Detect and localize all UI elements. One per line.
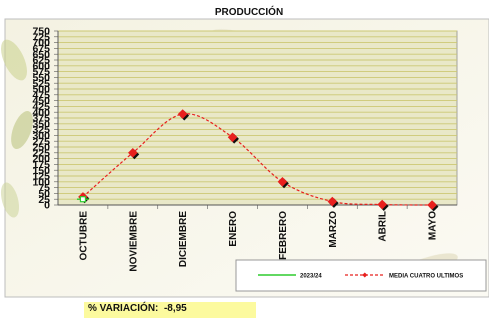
x-tick-label: MARZO [328, 211, 339, 248]
y-tick-label: 125 [32, 171, 50, 183]
point-media [227, 132, 238, 143]
legend: 2023/24 MEDIA CUATRO ULTIMOS [235, 259, 487, 292]
y-tick-label: 750 [32, 26, 50, 38]
y-tick-label: 700 [32, 37, 50, 49]
legend-label-2023-24: 2023/24 [300, 274, 322, 280]
x-tick-label: MAYO [428, 211, 439, 240]
y-tick-label: 275 [32, 136, 50, 148]
point-media [327, 196, 338, 207]
y-tick-label: 450 [32, 95, 50, 107]
point-media [128, 147, 138, 158]
variation-row: % VARIACIÓN: -8,95 [88, 303, 187, 314]
y-tick-label: 475 [32, 89, 50, 101]
legend-label-media: MEDIA CUATRO ULTIMOS [389, 274, 463, 280]
y-tick-label: 600 [32, 60, 50, 72]
point-2023-24 [79, 196, 87, 203]
y-tick-label: 50 [38, 188, 50, 200]
variation-highlight [84, 302, 256, 318]
y-tick-label: 300 [32, 130, 50, 142]
y-tick-label: 325 [32, 124, 50, 136]
y-tick-label: 575 [32, 66, 50, 78]
y-tick-label: 525 [32, 78, 50, 90]
y-tick-label: 500 [32, 84, 50, 96]
y-tick-label: 250 [32, 142, 50, 154]
x-tick-label: ENERO [228, 211, 239, 247]
y-tick-label: 200 [32, 153, 50, 165]
variation-label: % VARIACIÓN: [88, 303, 159, 314]
y-tick-label: 375 [32, 113, 50, 125]
y-tick-label: 725 [32, 31, 50, 43]
legend-marker-media [362, 272, 368, 278]
y-tick-label: 175 [32, 159, 50, 171]
chart-title: PRODUCCIÓN [215, 5, 283, 18]
variation-value: -8,95 [163, 303, 187, 314]
y-tick-label: 350 [32, 118, 50, 130]
y-tick-label: 625 [32, 55, 50, 67]
y-tick-label: 400 [32, 107, 50, 119]
x-tick-label: ABRIL [378, 211, 389, 242]
y-tick-label: 225 [32, 147, 50, 159]
x-tick-label: OCTUBRE [78, 211, 89, 261]
y-tick-label: 150 [32, 165, 50, 177]
y-tick-label: 75 [38, 182, 50, 194]
y-tick-label: 0 [44, 200, 50, 212]
x-tick-label: NOVIEMBRE [128, 211, 139, 272]
y-tick-label: 675 [32, 43, 50, 55]
x-tick-label: DICIEMBRE [178, 211, 189, 267]
y-tick-label: 425 [32, 101, 50, 113]
y-tick-label: 100 [32, 176, 50, 188]
point-media [277, 176, 288, 187]
x-tick-label: FEBRERO [278, 211, 289, 260]
y-tick-label: 25 [38, 194, 50, 206]
y-tick-label: 550 [32, 72, 50, 84]
y-tick-label: 650 [32, 49, 50, 61]
